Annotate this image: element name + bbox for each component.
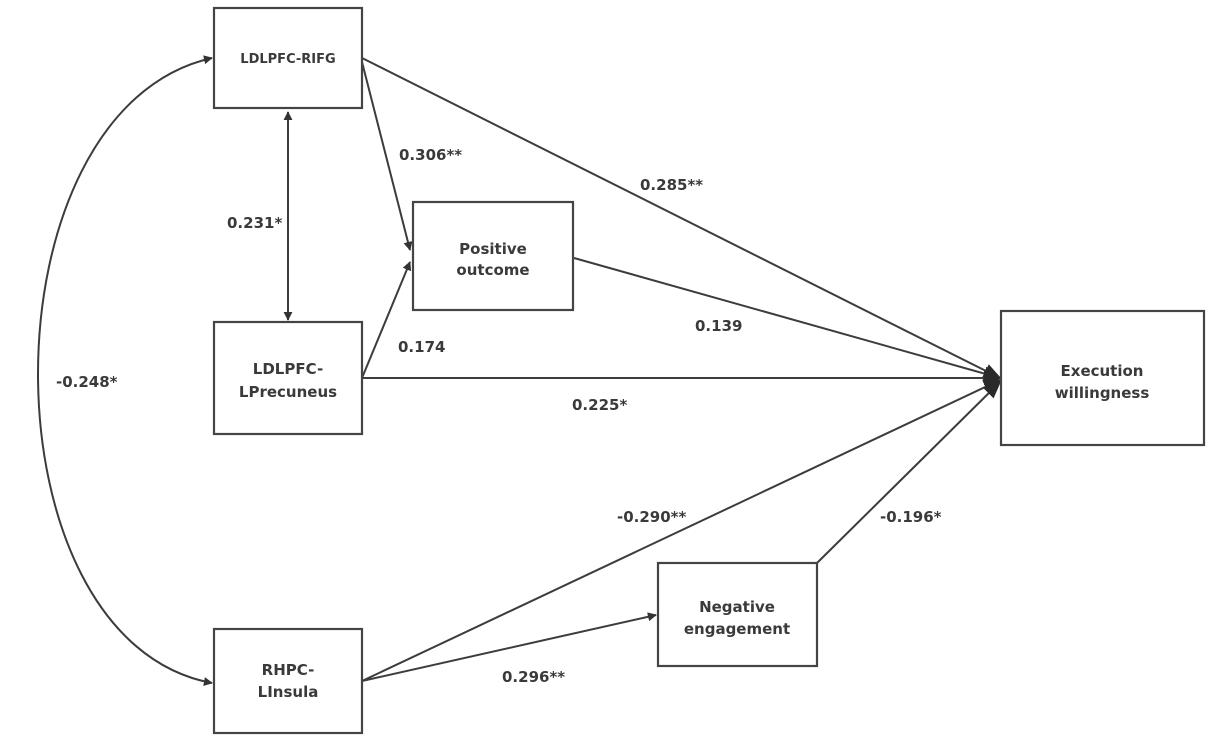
node-negative-engagement: Negative engagement	[656, 561, 819, 668]
node-label: LDLPFC-RIFG	[240, 52, 335, 67]
node-rhpc-linsula: RHPC- LInsula	[212, 627, 364, 735]
edge-lprecuneus-to-positive	[361, 261, 412, 379]
coef-lprecuneus-to-positive: 0.174	[398, 338, 445, 356]
node-label-line2: willingness	[1055, 384, 1150, 402]
coef-rifg-to-positive: 0.306**	[399, 146, 462, 164]
edges	[37, 55, 1002, 686]
coef-rifg-linsula-covariance: -0.248*	[56, 373, 118, 391]
coef-rifg-lprecuneus-covariance: 0.231*	[227, 214, 282, 232]
coef-linsula-to-negative: 0.296**	[502, 668, 565, 686]
node-label-line2: LInsula	[258, 683, 319, 701]
coef-negative-to-execution: -0.196*	[880, 508, 942, 526]
node-ldlpfc-lprecuneus: LDLPFC- LPrecuneus	[212, 320, 364, 436]
node-label-line1: RHPC-	[262, 661, 315, 679]
node-label-line1: Negative	[699, 598, 775, 616]
node-label-line2: LPrecuneus	[239, 383, 337, 401]
node-label-line1: Execution	[1061, 362, 1144, 380]
coef-linsula-to-execution: -0.290**	[617, 508, 687, 526]
node-positive-outcome: Positive outcome	[411, 200, 575, 312]
coef-rifg-to-execution: 0.285**	[640, 176, 703, 194]
node-ldlpfc-rifg: LDLPFC-RIFG	[212, 6, 364, 110]
edge-linsula-to-execution	[361, 379, 1002, 682]
coef-positive-to-execution: 0.139	[695, 317, 742, 335]
node-label-line2: outcome	[456, 261, 529, 279]
node-label-line2: engagement	[684, 620, 790, 638]
edge-rifg-to-execution	[361, 57, 1002, 379]
node-label-line1: Positive	[459, 240, 527, 258]
edge-negative-to-execution	[816, 380, 1002, 564]
coefficients: 0.285** 0.306** 0.231* 0.174 0.139 0.225…	[56, 146, 942, 686]
coef-lprecuneus-to-execution: 0.225*	[572, 396, 627, 414]
edge-rifg-to-positive	[361, 61, 413, 251]
node-label-line1: LDLPFC-	[253, 360, 323, 378]
edge-rifg-linsula-covariance	[37, 55, 213, 686]
edge-positive-to-execution	[573, 257, 1002, 381]
edge-linsula-to-negative	[361, 612, 657, 682]
node-execution-willingness: Execution willingness	[999, 309, 1206, 447]
